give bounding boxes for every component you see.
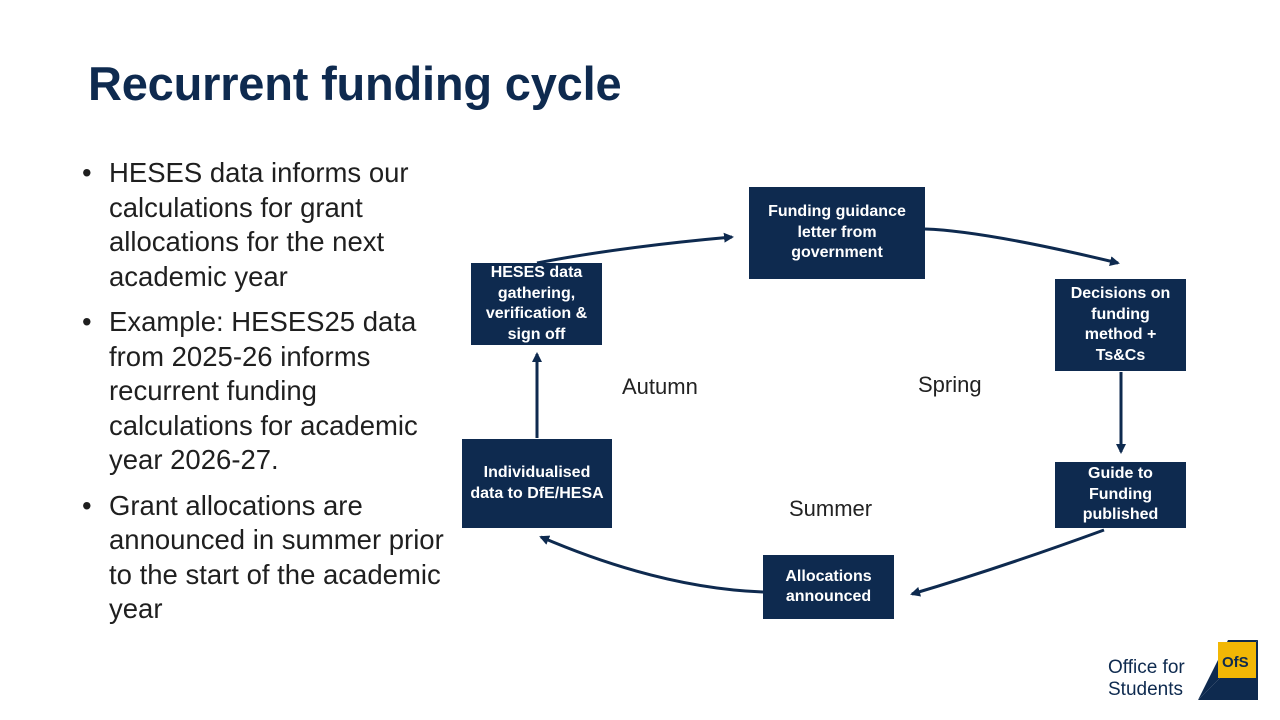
bullet-item: HESES data informs our calculations for … bbox=[82, 156, 457, 294]
bullet-item: Example: HESES25 data from 2025-26 infor… bbox=[82, 305, 457, 478]
arrow-allocations-to-individualised bbox=[539, 535, 764, 594]
arrow-guidance-to-decisions bbox=[924, 227, 1120, 266]
bullet-list: HESES data informs our calculations for … bbox=[82, 156, 457, 638]
ofs-logo: Office for Students OfS bbox=[1108, 640, 1268, 704]
box-funding-guidance: Funding guidance letter from government bbox=[749, 187, 925, 279]
box-heses-data-gathering: HESES data gathering, verification & sig… bbox=[471, 263, 602, 345]
arrow-heses-to-guidance bbox=[536, 232, 734, 265]
box-allocations-announced: Allocations announced bbox=[763, 555, 894, 619]
box-guide-to-funding: Guide to Funding published bbox=[1055, 462, 1186, 528]
box-individualised-data: Individualised data to DfE/HESA bbox=[462, 439, 612, 528]
season-label-summer: Summer bbox=[789, 496, 873, 521]
box-decisions-funding-method: Decisions on funding method + Ts&Cs bbox=[1055, 279, 1186, 371]
logo-wordmark: Office for Students bbox=[1108, 657, 1185, 700]
season-label-autumn: Autumn bbox=[622, 374, 698, 399]
ofs-logo-mark-icon bbox=[1198, 640, 1258, 700]
logo-mark-text: OfS bbox=[1222, 654, 1249, 671]
arrow-guide-to-allocations bbox=[910, 528, 1105, 597]
bullet-item: Grant allocations are announced in summe… bbox=[82, 489, 457, 627]
slide-title: Recurrent funding cycle bbox=[88, 57, 622, 110]
season-label-spring: Spring bbox=[918, 372, 982, 397]
